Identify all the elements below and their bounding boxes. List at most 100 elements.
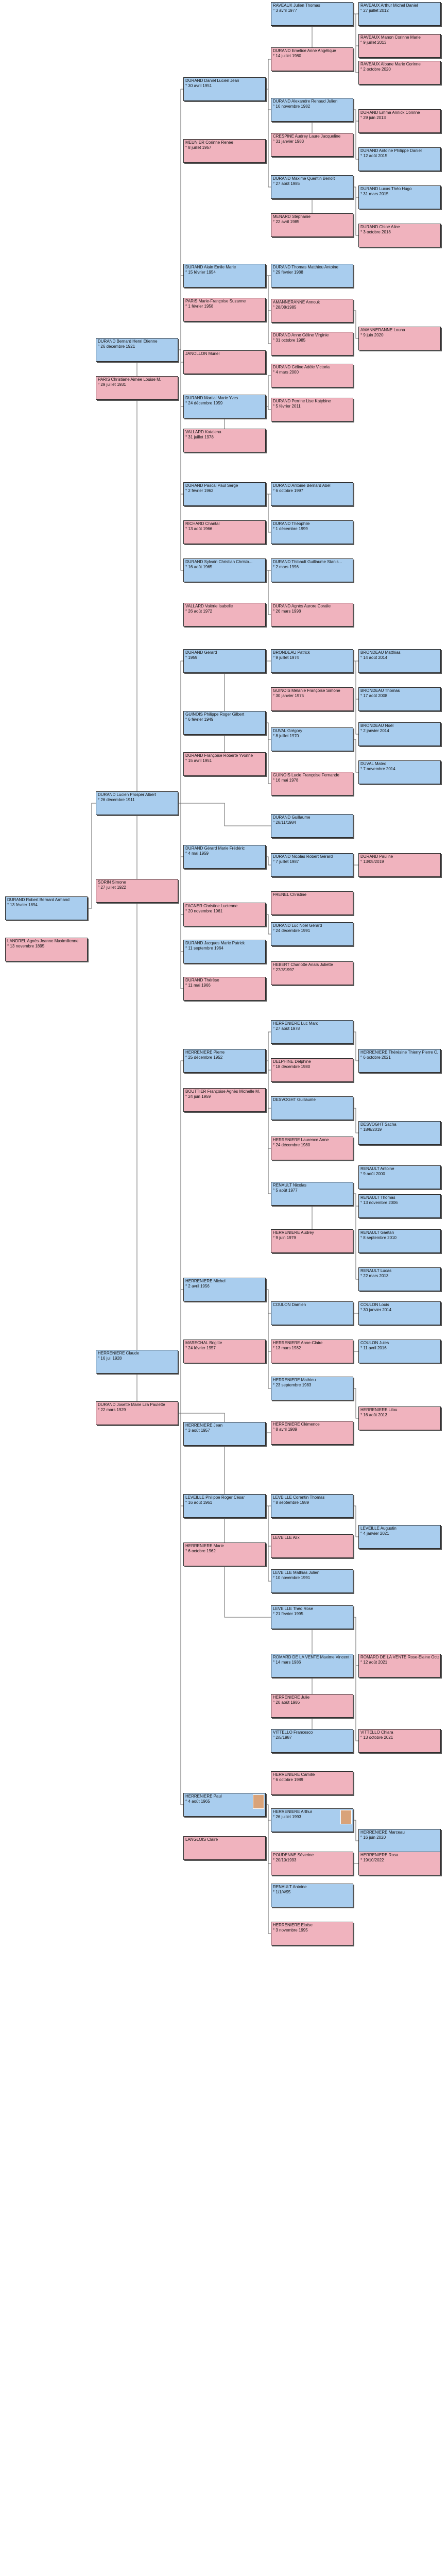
person-card[interactable]: DURAND Maxime Quentin Benoît° 27 août 19… — [271, 175, 353, 199]
person-card[interactable]: HERRENIERE Audrey° 9 juin 1979 — [271, 1229, 353, 1253]
person-card[interactable]: DURAND Antoine Bernard Abel° 6 octobre 1… — [271, 482, 353, 506]
person-card[interactable]: BRONDEAU Thomas° 17 août 2008 — [358, 687, 441, 711]
person-card[interactable]: AMANNERANNE Annouk° 28/08/1985 — [271, 299, 353, 323]
person-card[interactable]: PARIS Marie-Françoise Suzanne° 1 février… — [183, 298, 266, 321]
person-card[interactable]: DURAND Pauline° 13/05/2019 — [358, 853, 441, 877]
person-card[interactable]: DUVAL Grégory° 8 juillet 1970 — [271, 727, 353, 751]
person-card[interactable]: DELPHINE Delphine° 18 décembre 1980 — [271, 1058, 353, 1082]
person-card[interactable]: HERRENIERE Jean° 3 août 1957 — [183, 1422, 266, 1446]
person-card[interactable]: SORIN Simone° 27 juillet 1922 — [96, 879, 178, 903]
person-card[interactable]: RENAULT Antoine° 1/1/4/95 — [271, 1884, 353, 1907]
person-card[interactable]: AMANNERANNE Louna° 9 juin 2020 — [358, 327, 441, 350]
person-card[interactable]: DURAND Anne Céline Virginie° 31 octobre … — [271, 332, 353, 355]
person-card[interactable]: HERRENIERE Marceau° 16 juin 2020 — [358, 1829, 441, 1853]
person-card[interactable]: JANOLLON Muriel — [183, 350, 266, 374]
person-card[interactable]: GUINOIS Philippe Roger Gilbert° 6 févrie… — [183, 711, 266, 735]
person-card[interactable]: RENAULT Lucas° 22 mars 2013 — [358, 1267, 441, 1291]
person-card[interactable]: RENAULT Thomas° 13 novembre 2006 — [358, 1194, 441, 1218]
person-card[interactable]: VALLARD Katalena° 31 juillet 1978 — [183, 429, 266, 452]
person-card[interactable]: HERRENIERE Thérésine Thierry Pierre C.° … — [358, 1049, 441, 1073]
person-card[interactable]: HERRENIERE Anne-Claire° 13 mars 1982 — [271, 1340, 353, 1363]
person-card[interactable]: COULON Jules° 11 avril 2016 — [358, 1340, 441, 1363]
person-card[interactable]: DURAND Agnès Aurore Coralie° 26 mars 199… — [271, 603, 353, 626]
person-card[interactable]: HERRENIERE Laurence Anne° 24 décembre 19… — [271, 1137, 353, 1160]
person-card[interactable]: DURAND Nicolas Robert Gérard° 7 juillet … — [271, 853, 353, 877]
person-card[interactable]: RAVEAUX Arthur Michel Daniel° 27 juillet… — [358, 2, 441, 26]
person-card[interactable]: LEVEILLE Augustin° 4 janvier 2021 — [358, 1525, 441, 1549]
person-card[interactable]: DURAND Antoine Philippe Daniel° 12 août … — [358, 147, 441, 171]
person-card[interactable]: RAVEAUX Albane Marie Corinne° 2 octobre … — [358, 61, 441, 84]
person-card[interactable]: HERRENIERE Claude° 16 juil 1928 — [96, 1350, 178, 1374]
person-card[interactable]: DURAND Robert Bernard Armand° 13 février… — [5, 896, 88, 920]
person-card[interactable]: HERRENIERE Camille° 6 octobre 1989 — [271, 1771, 353, 1795]
person-card[interactable]: DURAND Sylvain Christian Christo...° 16 … — [183, 558, 266, 582]
person-card[interactable]: BRONDEAU Noël° 2 janvier 2014 — [358, 722, 441, 746]
person-card[interactable]: FRENEL Christine — [271, 891, 353, 915]
person-card[interactable]: DESVOGHT Sacha° 18/8/2019 — [358, 1121, 441, 1145]
person-card[interactable]: MENARD Stéphanie° 22 avril 1985 — [271, 213, 353, 237]
person-card[interactable]: DURAND Emma Annick Corinne° 29 juin 2013 — [358, 109, 441, 133]
person-card[interactable]: HERRENIERE Julie° 20 août 1986 — [271, 1694, 353, 1718]
person-card[interactable]: DURAND Théophile° 1 décembre 1999 — [271, 520, 353, 544]
person-card[interactable]: BRONDEAU Patrick° 9 juillet 1974 — [271, 649, 353, 673]
person-card[interactable]: LEVEILLE Théo Rose° 21 février 1995 — [271, 1605, 353, 1629]
person-card[interactable]: RICHARD Chantal° 13 août 1966 — [183, 520, 266, 544]
person-card[interactable]: DURAND Lucas Théo Hugo° 31 mars 2015 — [358, 185, 441, 209]
person-card[interactable]: DURAND Josette Marie Lila Paulette° 22 m… — [96, 1401, 178, 1425]
person-card[interactable]: DURAND Lucien Prosper Albert° 26 décembr… — [96, 791, 178, 815]
person-card[interactable]: POUDENNE Séverine° 20/10/1993 — [271, 1852, 353, 1875]
person-card[interactable]: GUINOIS Lucie Françoise Fernande° 16 mai… — [271, 772, 353, 795]
person-card[interactable]: ROMARD DE LA VENTE Maxime Vincent Gérard… — [271, 1654, 353, 1677]
person-card[interactable]: RENAULT Nicolas° 5 août 1977 — [271, 1182, 353, 1206]
person-card[interactable]: HERRENIERE Pierre° 25 décembre 1952 — [183, 1049, 266, 1073]
person-card[interactable]: DURAND Daniel Lucien Jean° 30 avril 1951 — [183, 77, 266, 101]
person-card[interactable]: HERRENIERE Mathieu° 23 septembre 1983 — [271, 1377, 353, 1400]
person-card[interactable]: DURAND Alexandre Renaud Julien° 16 novem… — [271, 98, 353, 122]
person-card[interactable]: HERRENIERE Clémence° 8 avril 1989 — [271, 1421, 353, 1445]
person-card[interactable]: DESVOGHT Guillaume — [271, 1096, 353, 1120]
person-card[interactable]: RAVEAUX Manon Corinne Marie° 9 juillet 2… — [358, 34, 441, 58]
person-card[interactable]: HERRENIERE Eloïse° 3 novembre 1995 — [271, 1922, 353, 1945]
person-card[interactable]: VITTELLO Francesco° 2/5/1987 — [271, 1729, 353, 1753]
person-card[interactable]: RENAULT Gaëtan° 8 septembre 2010 — [358, 1229, 441, 1253]
person-card[interactable]: DURAND Jacques Marie Patrick° 11 septemb… — [183, 940, 266, 963]
person-card[interactable]: DURAND Thomas Matthieu Antoine° 29 févri… — [271, 264, 353, 287]
person-card[interactable]: DURAND Emelice Anne Angélique° 14 juille… — [271, 47, 353, 71]
person-card[interactable]: ROMARD DE LA VENTE Rose-Elaine Octavie° … — [358, 1654, 441, 1677]
person-card[interactable]: HERRENIERE Michel° 2 avril 1956 — [183, 1278, 266, 1301]
person-card[interactable]: BOUTTIER Françoise Agnès Michelle M.° 24… — [183, 1088, 266, 1112]
person-card[interactable]: LEVEILLE Mathias Julien° 10 novembre 199… — [271, 1569, 353, 1593]
person-card[interactable]: DURAND Alain Emile Marie° 15 février 195… — [183, 264, 266, 287]
person-card[interactable]: BRONDEAU Matthias° 14 août 2014 — [358, 649, 441, 673]
person-card[interactable]: VITTELLO Chiara° 13 octobre 2021 — [358, 1729, 441, 1753]
person-card[interactable]: HERRENIERE Arthur° 26 juillet 1993 — [271, 1808, 353, 1832]
person-card[interactable]: LEVEILLE Philippe Roger César° 16 août 1… — [183, 1494, 266, 1518]
person-card[interactable]: DURAND Martial Marie Yves° 24 décembre 1… — [183, 395, 266, 418]
person-card[interactable]: COULON Louis° 30 janvier 2014 — [358, 1301, 441, 1325]
person-card[interactable]: DURAND Gérard° 1959 — [183, 649, 266, 673]
person-card[interactable]: DURAND Guillaume° 28/11/1984 — [271, 814, 353, 838]
person-card[interactable]: LEVEILLE Corentin Thomas° 8 septembre 19… — [271, 1494, 353, 1518]
person-card[interactable]: DURAND Françoise Roberte Yvonne° 15 avri… — [183, 752, 266, 776]
person-card[interactable]: HERRENIERE Lilou° 16 août 2013 — [358, 1406, 441, 1430]
person-card[interactable]: MARECHAL Brigitte° 24 février 1957 — [183, 1340, 266, 1363]
person-card[interactable]: HERRENIERE Luc Marc° 27 août 1978 — [271, 1020, 353, 1044]
person-card[interactable]: LANDREL Agnès Jeanne Maximilienne° 13 no… — [5, 938, 88, 961]
person-card[interactable]: DURAND Thibault Guillaume Stanis...° 2 m… — [271, 558, 353, 582]
person-card[interactable]: HERRENIERE Rosa° 19/10/2022 — [358, 1852, 441, 1875]
person-card[interactable]: VALLARD Valérie Isabelle° 26 août 1972 — [183, 603, 266, 626]
person-card[interactable]: DUVAL Mateo° 7 novembre 2014 — [358, 760, 441, 784]
person-card[interactable]: DURAND Pascal Paul Serge° 2 février 1962 — [183, 482, 266, 506]
person-card[interactable]: GUINOIS Mélanie Françoise Simone° 30 jan… — [271, 687, 353, 711]
person-card[interactable]: FAGNER Christine Lucienne° 20 novembre 1… — [183, 903, 266, 926]
person-card[interactable]: DURAND Bernard Henri Etienne° 26 décembr… — [96, 338, 178, 362]
person-card[interactable]: MEUNIER Corinne Renée° 8 juillet 1957 — [183, 139, 266, 163]
person-card[interactable]: HERRENIERE Paul° 4 août 1965 — [183, 1793, 266, 1817]
person-card[interactable]: HERRENIERE Marie° 6 octobre 1962 — [183, 1543, 266, 1566]
person-card[interactable]: DURAND Gérard Marie Frédéric° 4 mai 1959 — [183, 845, 266, 869]
person-card[interactable]: LEVEILLE Alix — [271, 1534, 353, 1558]
person-card[interactable]: COULON Damien — [271, 1301, 353, 1325]
person-card[interactable]: RAVEAUX Julien Thomas° 3 avril 1977 — [271, 2, 353, 26]
person-card[interactable]: HEBERT Charlotte Anaïs Juliette° 27/3/19… — [271, 961, 353, 985]
person-card[interactable]: DURAND Perrine Lise Katybine° 5 février … — [271, 398, 353, 421]
